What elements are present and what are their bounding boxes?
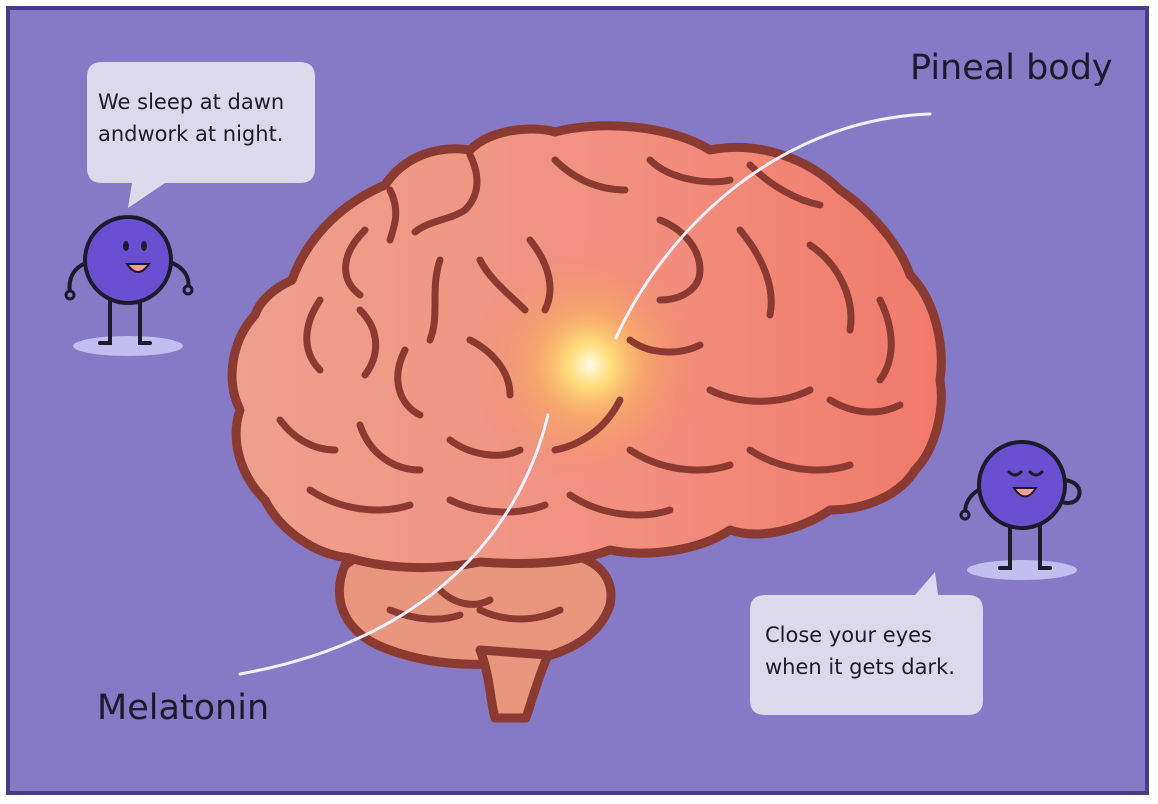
right-speech-bubble <box>750 572 983 715</box>
brain-stem <box>475 645 553 723</box>
melatonin-label: Melatonin <box>97 688 270 728</box>
illustration-frame: Pineal body Melatonin We sleep at dawn a… <box>6 6 1149 795</box>
right-bubble-text: Close your eyes when it gets dark. <box>765 619 955 683</box>
character-left-shadow <box>73 336 183 356</box>
melatonin-pointer-line <box>238 413 550 676</box>
left-speech-bubble <box>87 62 315 208</box>
pineal-pointer-line <box>614 112 932 340</box>
right-bubble-line-2: when it gets dark. <box>765 655 955 679</box>
character-left <box>64 215 194 356</box>
character-right-shadow <box>967 560 1077 580</box>
right-bubble-line-1: Close your eyes <box>765 623 932 647</box>
brain-cerebellum <box>334 550 616 669</box>
illustration-canvas <box>64 62 1082 723</box>
glow-highlight <box>470 245 710 485</box>
pineal-body-label: Pineal body <box>910 48 1113 88</box>
left-bubble-line-2: andwork at night. <box>98 122 284 146</box>
left-bubble-text: We sleep at dawn andwork at night. <box>98 86 284 150</box>
left-bubble-line-1: We sleep at dawn <box>98 90 285 114</box>
character-right <box>959 440 1082 580</box>
brain-illustration <box>227 121 946 723</box>
